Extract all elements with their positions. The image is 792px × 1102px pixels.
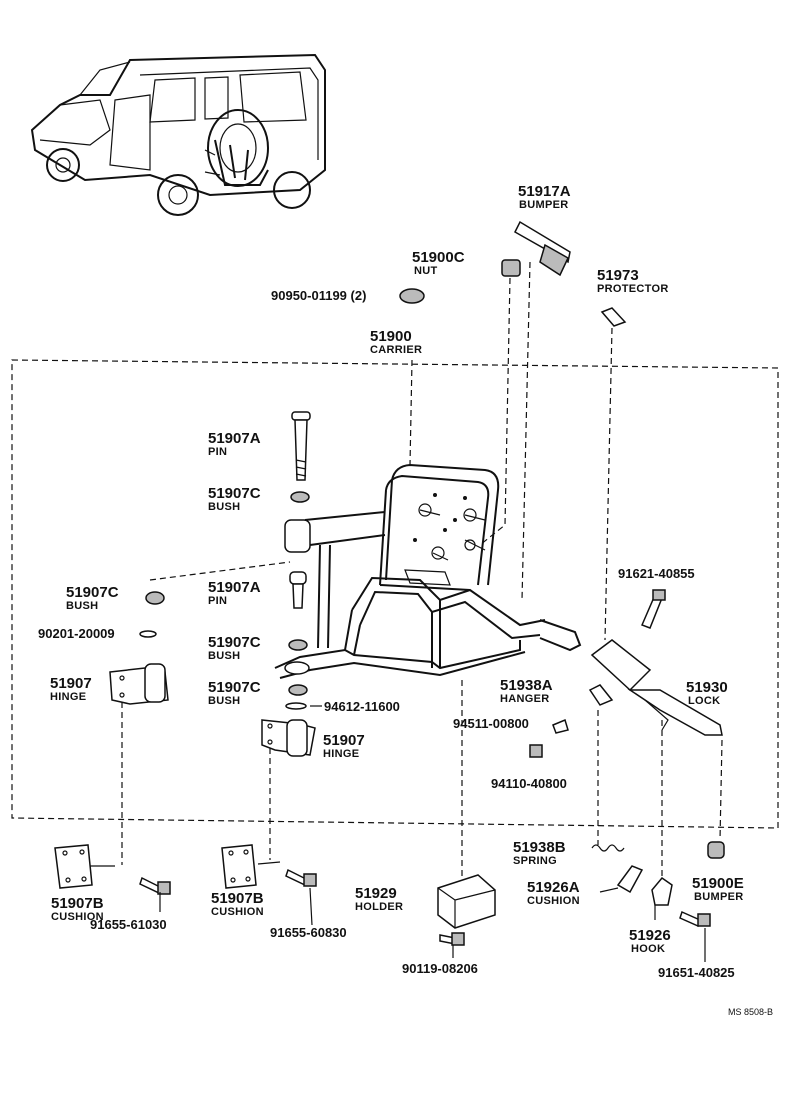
label-name-bush-d: BUSH	[208, 695, 240, 707]
label-number-51926: 51926	[629, 927, 671, 944]
label-number-51907c-c: 51907C	[208, 634, 261, 651]
label-number-51900e: 51900E	[692, 875, 744, 892]
label-number-51917a: 51917A	[518, 183, 571, 200]
label-number-51907c-a: 51907C	[208, 485, 261, 502]
label-name-hook: HOOK	[631, 943, 665, 955]
label-name-protector: PROTECTOR	[597, 283, 669, 295]
label-name-carrier: CARRIER	[370, 344, 422, 356]
label-number-51907a-top: 51907A	[208, 430, 261, 447]
label-number-91655-60830: 91655-60830	[270, 925, 347, 940]
label-number-94511: 94511-00800	[453, 716, 529, 731]
label-name-cushion-left: CUSHION	[51, 911, 104, 923]
label-name-cushion-mid: CUSHION	[211, 906, 264, 918]
label-name-hinge-right: HINGE	[323, 748, 359, 760]
label-number-51907b-mid: 51907B	[211, 890, 264, 907]
label-name-cushion-a: CUSHION	[527, 895, 580, 907]
label-number-51907-left: 51907	[50, 675, 92, 692]
carrier-assembly-border	[11, 359, 779, 829]
label-number-51907a-mid: 51907A	[208, 579, 261, 596]
carrier-frame-drawing	[274, 463, 582, 679]
label-number-91621: 91621-40855	[618, 566, 695, 581]
label-number-51938a: 51938A	[500, 677, 553, 694]
label-name-hinge-left: HINGE	[50, 691, 86, 703]
label-number-94612: 94612-11600	[324, 699, 400, 714]
label-name-bush-c: BUSH	[208, 650, 240, 662]
label-number-91651: 91651-40825	[658, 965, 735, 980]
label-number-51900: 51900	[370, 328, 412, 345]
label-name-bush-b: BUSH	[66, 600, 98, 612]
label-name-bumper: BUMPER	[519, 199, 568, 211]
label-name-bumper-e: BUMPER	[694, 891, 743, 903]
label-number-94110: 94110-40800	[491, 776, 567, 791]
label-number-51907b-left: 51907B	[51, 895, 104, 912]
label-number-51900c: 51900C	[412, 249, 465, 266]
label-name-nut: NUT	[414, 265, 438, 277]
label-number-51926a: 51926A	[527, 879, 580, 896]
label-number-91655-61030: 91655-61030	[90, 917, 167, 932]
label-number-51907-right: 51907	[323, 732, 365, 749]
vehicle-illustration	[30, 53, 326, 216]
diagram-reference-code: MS 8508-B	[728, 1007, 773, 1017]
label-number-90201: 90201-20009	[38, 626, 115, 641]
label-name-holder: HOLDER	[355, 901, 403, 913]
label-number-51929: 51929	[355, 885, 397, 902]
label-number-90950: 90950-01199 (2)	[271, 288, 366, 303]
label-name-pin-top: PIN	[208, 446, 227, 458]
label-name-bush-a: BUSH	[208, 501, 240, 513]
label-number-51907c-b: 51907C	[66, 584, 119, 601]
leader-lines	[90, 261, 723, 962]
label-number-51973: 51973	[597, 267, 639, 284]
label-name-pin-mid: PIN	[208, 595, 227, 607]
label-number-90119: 90119-08206	[402, 961, 478, 976]
label-number-51938b: 51938B	[513, 839, 566, 856]
label-name-hanger: HANGER	[500, 693, 549, 705]
part-labels: 51917A BUMPER 51900C NUT 51973 PROTECTOR…	[38, 183, 773, 1017]
label-name-spring: SPRING	[513, 855, 557, 867]
label-name-lock: LOCK	[688, 695, 720, 707]
label-number-51907c-d: 51907C	[208, 679, 261, 696]
label-number-51930: 51930	[686, 679, 728, 696]
part-drawings	[54, 220, 725, 946]
